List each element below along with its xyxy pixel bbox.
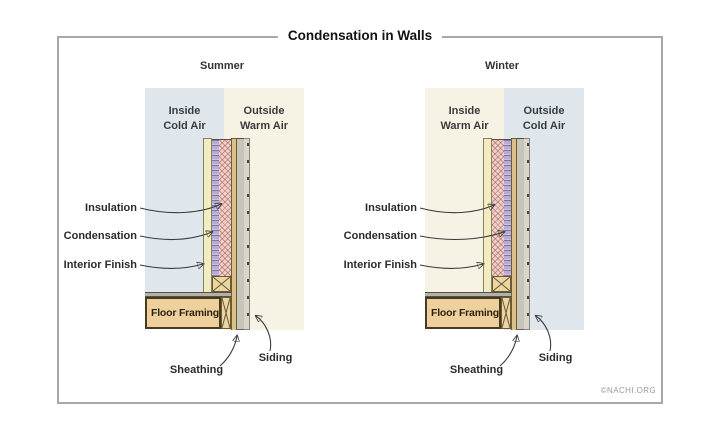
sheathing-layer [517, 138, 524, 330]
interior-finish-layer [483, 138, 492, 292]
season-title-summer: Summer [199, 60, 245, 72]
page-title: Condensation in Walls [277, 28, 443, 43]
subfloor-band [425, 292, 511, 297]
outside-air-line2: Warm Air [239, 120, 289, 132]
condensation-label: Condensation [343, 230, 417, 242]
condensation-layer [504, 139, 511, 276]
siding-label: Siding [538, 352, 573, 364]
siding-layer [244, 138, 250, 330]
stud-layer [231, 138, 237, 330]
subfloor-band [145, 292, 231, 297]
insulation-layer [219, 139, 231, 276]
summer-panel: Summer Inside Cold Air Outside Warm Air … [60, 55, 340, 390]
inside-air-line2: Warm Air [440, 120, 489, 132]
inside-air-label: Inside Cold Air [145, 104, 224, 134]
inside-air-line2: Cold Air [163, 120, 206, 132]
insulation-label: Insulation [85, 202, 137, 214]
season-title-winter: Winter [484, 60, 520, 72]
insulation-layer [492, 139, 504, 276]
outside-air-label: Outside Cold Air [504, 104, 584, 134]
sheathing-label: Sheathing [169, 364, 224, 376]
floor-cross-brace [221, 297, 231, 329]
condensation-layer [212, 139, 219, 276]
inside-air-label: Inside Warm Air [425, 104, 504, 134]
interior-finish-label: Interior Finish [63, 259, 137, 271]
inside-air-line1: Inside [448, 105, 481, 117]
condensation-label: Condensation [63, 230, 137, 242]
interior-finish-layer [203, 138, 212, 292]
siding-label: Siding [258, 352, 293, 364]
copyright-credit: ©NACHI.ORG [600, 386, 656, 395]
floor-framing-block: Floor Framing [145, 297, 221, 329]
sheathing-label: Sheathing [449, 364, 504, 376]
interior-finish-label: Interior Finish [343, 259, 417, 271]
floor-framing-label: Floor Framing [431, 307, 499, 319]
sheathing-layer [237, 138, 244, 330]
floor-framing-label: Floor Framing [151, 307, 219, 319]
outside-air-line2: Cold Air [522, 120, 566, 132]
siding-layer [524, 138, 530, 330]
outside-air-label: Outside Warm Air [224, 104, 304, 134]
floor-framing-block: Floor Framing [425, 297, 501, 329]
outside-air-line1: Outside [523, 105, 565, 117]
rim-cross-brace [212, 276, 231, 292]
stud-layer [511, 138, 517, 330]
outside-air-line1: Outside [243, 105, 285, 117]
insulation-label: Insulation [365, 202, 417, 214]
inside-air-line1: Inside [168, 105, 201, 117]
winter-panel: Winter Inside Warm Air Outside Cold Air … [340, 55, 620, 390]
rim-cross-brace [492, 276, 511, 292]
floor-cross-brace [501, 297, 511, 329]
